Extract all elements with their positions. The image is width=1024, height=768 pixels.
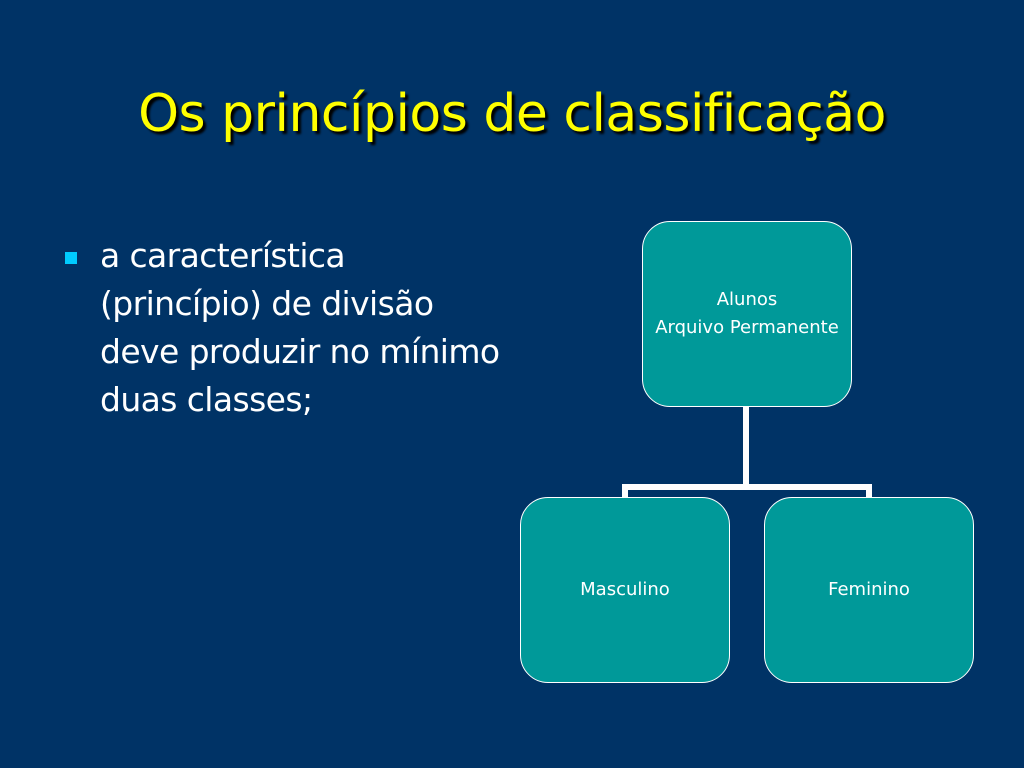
bullet-item: a característica (princípio) de divisão …: [62, 232, 502, 424]
root-node-line1: Alunos: [716, 289, 778, 310]
child-node-label: Masculino: [580, 579, 670, 600]
child-node-masculino: Masculino: [520, 497, 730, 683]
slide-title: Os princípios de classificação: [138, 84, 886, 144]
square-bullet-icon: [65, 252, 77, 264]
root-node-line2: Arquivo Permanente: [655, 317, 839, 338]
child-node-feminino: Feminino: [764, 497, 974, 683]
bullet-text: a característica (princípio) de divisão …: [100, 236, 500, 419]
child-node-label: Feminino: [828, 579, 910, 600]
root-node: Alunos Arquivo Permanente: [642, 221, 852, 407]
bullet-list: a característica (princípio) de divisão …: [62, 232, 502, 424]
